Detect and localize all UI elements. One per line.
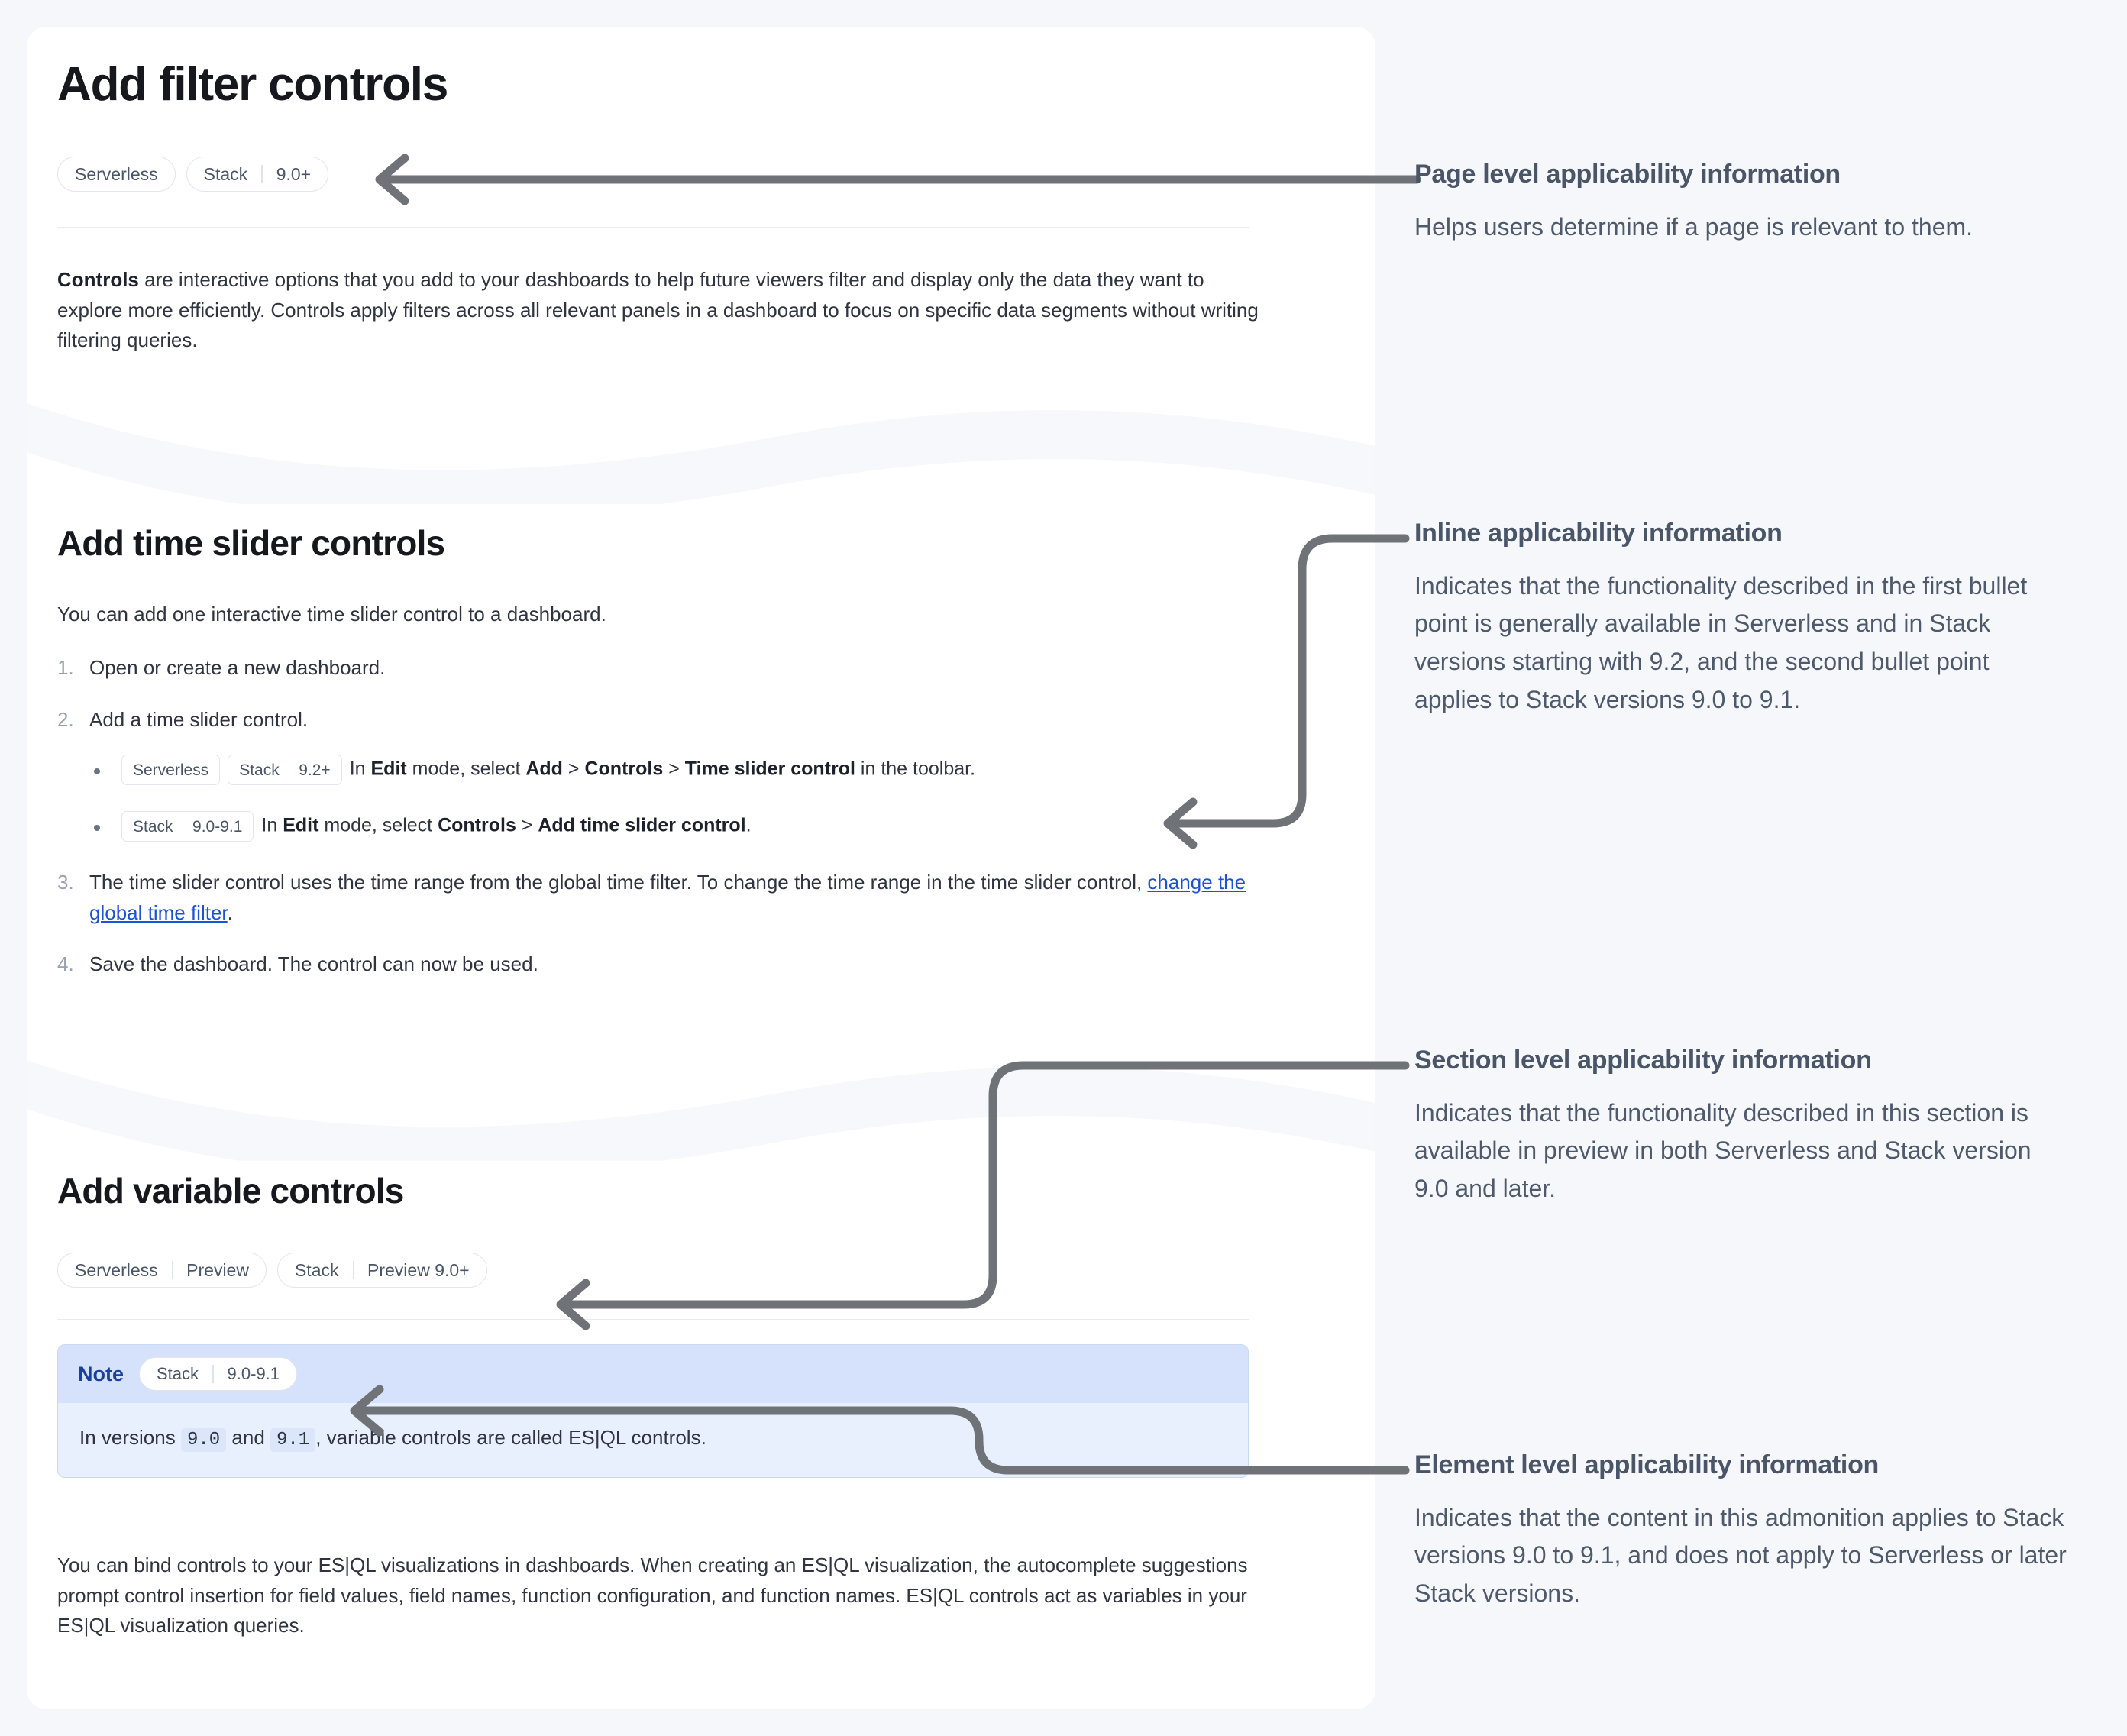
pill-segment-lifecycle-version: Preview 9.0+ — [367, 1259, 470, 1280]
pill-divider — [261, 165, 263, 183]
text-run: and — [226, 1426, 270, 1449]
sub-bullet-text: In Edit mode, select Controls > Add time… — [261, 815, 751, 836]
section-title-variable-controls: Add variable controls — [57, 1171, 404, 1211]
intro-paragraph: Controls are interactive options that yo… — [57, 265, 1272, 356]
step-text-tail: . — [227, 900, 233, 924]
annotation-title: Page level applicability information — [1414, 160, 1841, 189]
section-title-time-slider: Add time slider controls — [57, 523, 445, 563]
badge-segment-label: Stack — [239, 761, 280, 779]
annotation-title: Inline applicability information — [1414, 519, 1783, 548]
version-code-9-1: 9.1 — [270, 1428, 316, 1452]
badge-divider — [182, 818, 184, 835]
annotation-body: Helps users determine if a page is relev… — [1414, 212, 1973, 241]
panel-intro — [27, 27, 1375, 458]
section-divider-rule — [57, 1319, 1249, 1320]
text-run-bold: Add — [525, 758, 563, 780]
note-label: Note — [78, 1362, 124, 1385]
annotation-title: Element level applicability information — [1414, 1450, 1880, 1479]
text-run: , variable controls are called ES|QL con… — [315, 1426, 706, 1449]
step-text: Open or create a new dashboard. — [89, 656, 386, 679]
text-run-bold: Controls — [438, 814, 516, 836]
title-divider-rule — [57, 227, 1249, 228]
annotation-page-level: Page level applicability information Hel… — [1414, 159, 2071, 246]
version-code-9-0: 9.0 — [180, 1428, 227, 1452]
note-body: In versions 9.0 and 9.1, variable contro… — [58, 1403, 1248, 1477]
documentation-page-card: Add filter controls Serverless Stack 9.0… — [27, 27, 1375, 1709]
sub-bullet-item: Stack 9.0-9.1 In Edit mode, select Contr… — [89, 811, 1295, 842]
text-run: mode, select — [406, 758, 526, 780]
pill-segment-version: 9.0+ — [276, 163, 312, 184]
page-title: Add filter controls — [57, 58, 448, 111]
annotation-inline: Inline applicability information Indicat… — [1414, 518, 2071, 719]
note-stack-version-pill[interactable]: Stack 9.0-9.1 — [139, 1357, 298, 1391]
stack-preview-pill[interactable]: Stack Preview 9.0+ — [276, 1253, 487, 1288]
page-applicability-pill-row: Serverless Stack 9.0+ — [57, 157, 1333, 192]
badge-segment-version: 9.0-9.1 — [192, 817, 243, 836]
note-header: Note Stack 9.0-9.1 — [58, 1345, 1248, 1403]
time-slider-intro: You can add one interactive time slider … — [57, 603, 606, 626]
step-text: Add a time slider control. — [89, 707, 309, 731]
intro-rest-text: are interactive options that you add to … — [57, 268, 1259, 352]
text-run-bold: Add time slider control — [538, 814, 746, 836]
step-text: The time slider control uses the time ra… — [89, 871, 1148, 894]
section-applicability-pill-row: Serverless Preview Stack Preview 9.0+ — [57, 1253, 1333, 1288]
text-run-bold: Edit — [370, 758, 407, 780]
text-run: In — [261, 814, 283, 836]
variable-controls-paragraph: You can bind controls to your ES|QL visu… — [57, 1553, 1248, 1637]
serverless-pill[interactable]: Serverless — [57, 157, 176, 192]
pill-divider — [352, 1261, 354, 1279]
annotation-section-level: Section level applicability information … — [1414, 1045, 2071, 1208]
sub-bullet-item: Serverless Stack 9.2+ In Edit mode, sele… — [89, 755, 1295, 786]
stack-version-badge[interactable]: Stack 9.2+ — [228, 755, 342, 786]
text-run-bold: Edit — [283, 814, 319, 836]
note-admonition: Note Stack 9.0-9.1 In versions 9.0 and 9… — [57, 1344, 1249, 1478]
step-item: Add a time slider control. Serverless St… — [57, 705, 1295, 842]
text-run: > — [663, 758, 685, 780]
pill-segment-label: Stack — [294, 1259, 339, 1280]
pill-segment-label: Stack — [157, 1364, 199, 1383]
annotation-body: Indicates that the content in this admon… — [1414, 1503, 2067, 1607]
annotation-body: Indicates that the functionality describ… — [1414, 571, 2028, 713]
text-run: In versions — [79, 1426, 181, 1449]
badge-segment-version: 9.2+ — [299, 761, 331, 779]
pill-segment-version: 9.0-9.1 — [227, 1364, 280, 1383]
stack-version-pill[interactable]: Stack 9.0+ — [186, 157, 329, 192]
pill-divider — [212, 1365, 214, 1383]
text-run: in the toolbar. — [855, 758, 976, 780]
time-slider-steps: Open or create a new dashboard. Add a ti… — [57, 653, 1295, 980]
stack-version-badge[interactable]: Stack 9.0-9.1 — [121, 811, 254, 842]
serverless-badge[interactable]: Serverless — [121, 755, 221, 786]
text-run: In — [349, 758, 371, 780]
change-global-time-filter-link[interactable]: change the global time filter — [89, 871, 1246, 924]
pill-segment-label: Stack — [203, 163, 248, 184]
step-item: Save the dashboard. The control can now … — [57, 949, 1295, 980]
pill-segment-label: Serverless — [75, 1259, 158, 1280]
serverless-preview-pill[interactable]: Serverless Preview — [57, 1253, 267, 1288]
step-item: Open or create a new dashboard. — [57, 653, 1295, 684]
annotation-title: Section level applicability information — [1414, 1046, 1872, 1075]
text-run: > — [562, 758, 585, 780]
sub-bullet-text: In Edit mode, select Add > Controls > Ti… — [350, 758, 975, 780]
annotation-element-level: Element level applicability information … — [1414, 1450, 2071, 1613]
badge-divider — [288, 761, 290, 778]
intro-lead-term: Controls — [57, 268, 139, 291]
badge-segment-label: Serverless — [133, 761, 209, 779]
text-run-bold: Controls — [584, 758, 664, 780]
text-run: . — [745, 814, 752, 836]
text-run: mode, select — [318, 814, 438, 836]
annotation-body: Indicates that the functionality describ… — [1414, 1098, 2032, 1202]
text-run-bold: Time slider control — [684, 758, 855, 780]
step-sub-bullets: Serverless Stack 9.2+ In Edit mode, sele… — [89, 755, 1295, 842]
badge-segment-label: Stack — [133, 817, 173, 836]
step-item: The time slider control uses the time ra… — [57, 868, 1249, 928]
pill-segment-label: Serverless — [75, 163, 158, 184]
pill-segment-lifecycle: Preview — [186, 1259, 249, 1280]
text-run: > — [516, 814, 538, 836]
step-text: Save the dashboard. The control can now … — [89, 952, 538, 976]
pill-divider — [171, 1261, 173, 1279]
